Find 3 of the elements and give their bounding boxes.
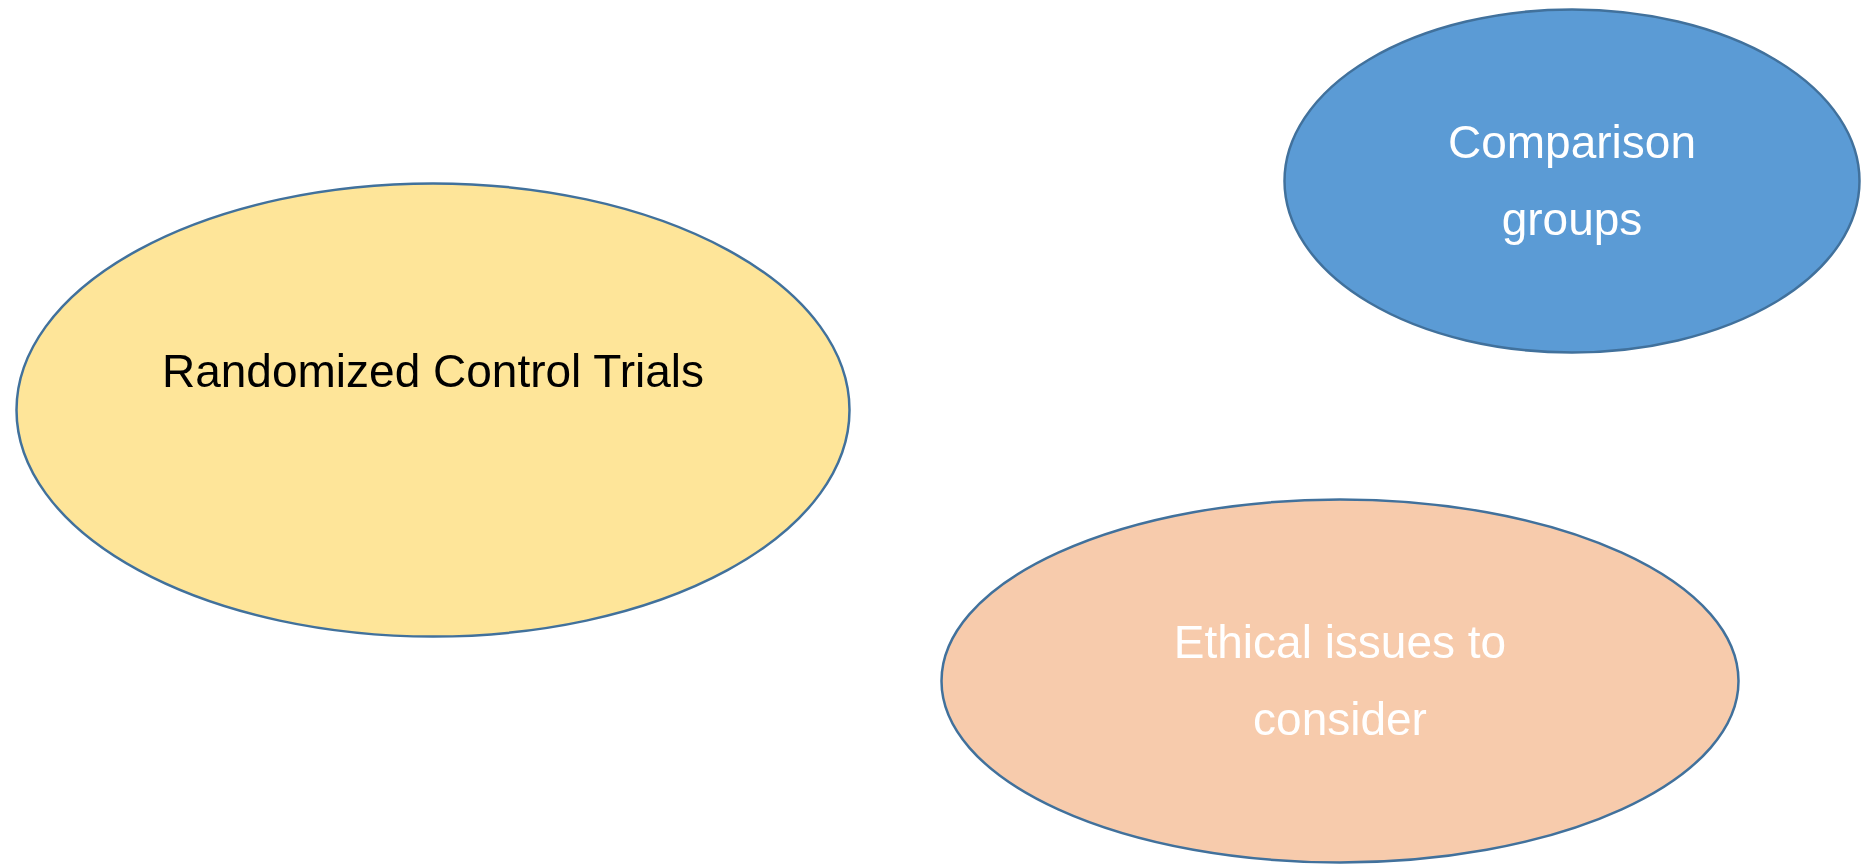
node-label: Ethical issues to consider xyxy=(1172,615,1508,747)
node-label: Comparison groups xyxy=(1447,115,1697,247)
node-label: Randomized Control Trials xyxy=(161,344,705,399)
